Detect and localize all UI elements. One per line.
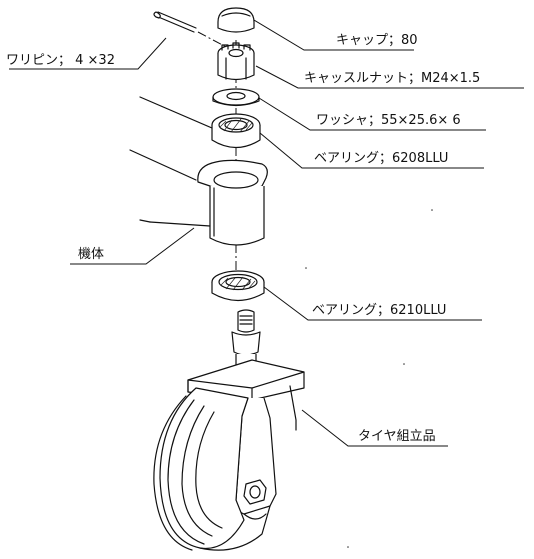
washer-part: [212, 88, 260, 107]
castle-nut-part: [217, 42, 255, 81]
label-bearing-lower: ベアリング；6210LLU: [312, 303, 446, 318]
tire-part: [153, 387, 271, 551]
label-bearing-upper: ベアリング；6208LLU: [314, 151, 448, 166]
label-split-pin: ワリピン； 4 ×32: [6, 53, 115, 68]
label-body: 機体: [78, 247, 104, 262]
bearing-upper-part: [211, 113, 261, 149]
scan-specks: [305, 209, 433, 548]
label-cap: キャップ；80: [336, 33, 418, 48]
split-pin-part: [153, 11, 229, 49]
leader-lines: [9, 19, 524, 447]
bearing-lower-part: [211, 270, 265, 302]
label-washer: ワッシャ；55×25.6× 6: [316, 113, 461, 128]
label-tire-assembly: タイヤ組立品: [358, 429, 436, 444]
cap-part: [217, 7, 255, 33]
label-castle-nut: キャッスルナット；M24×1.5: [304, 71, 480, 86]
body-part: [129, 96, 268, 246]
